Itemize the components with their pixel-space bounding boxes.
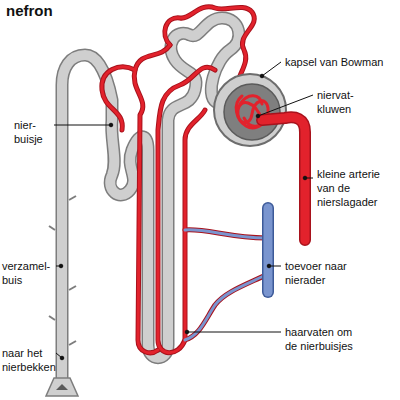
part-label: haarvaten om de nierbuisjes: [285, 325, 361, 353]
part-label: toevoer naar nierader: [285, 259, 365, 287]
tubule-outline: [62, 18, 239, 382]
part-label: verzamel- buis: [2, 259, 56, 287]
capillary-outline: [102, 7, 266, 353]
artery: [262, 117, 305, 240]
part-label: nier- buisje: [14, 118, 54, 146]
leader-lines: [54, 62, 313, 360]
bowman-capsule: [214, 74, 286, 146]
capsule-space: [224, 84, 280, 140]
duct-funnel: [46, 378, 78, 396]
part-label: kleine arterie van de nierslagader: [317, 167, 397, 209]
tubule: [62, 18, 239, 382]
venous-capillaries: [185, 230, 266, 340]
duct-opening: [56, 384, 68, 390]
part-label: niervat- kluwen: [317, 88, 372, 116]
capillaries: [102, 7, 254, 353]
duct-stubs: [49, 196, 76, 345]
artery-outline: [262, 117, 305, 240]
part-label: kapsel van Bowman: [285, 55, 397, 69]
vein-outline: [262, 208, 274, 292]
vein: [264, 208, 273, 292]
part-label: naar het nierbekken: [2, 346, 62, 374]
diagram-title: nefron: [6, 2, 53, 19]
